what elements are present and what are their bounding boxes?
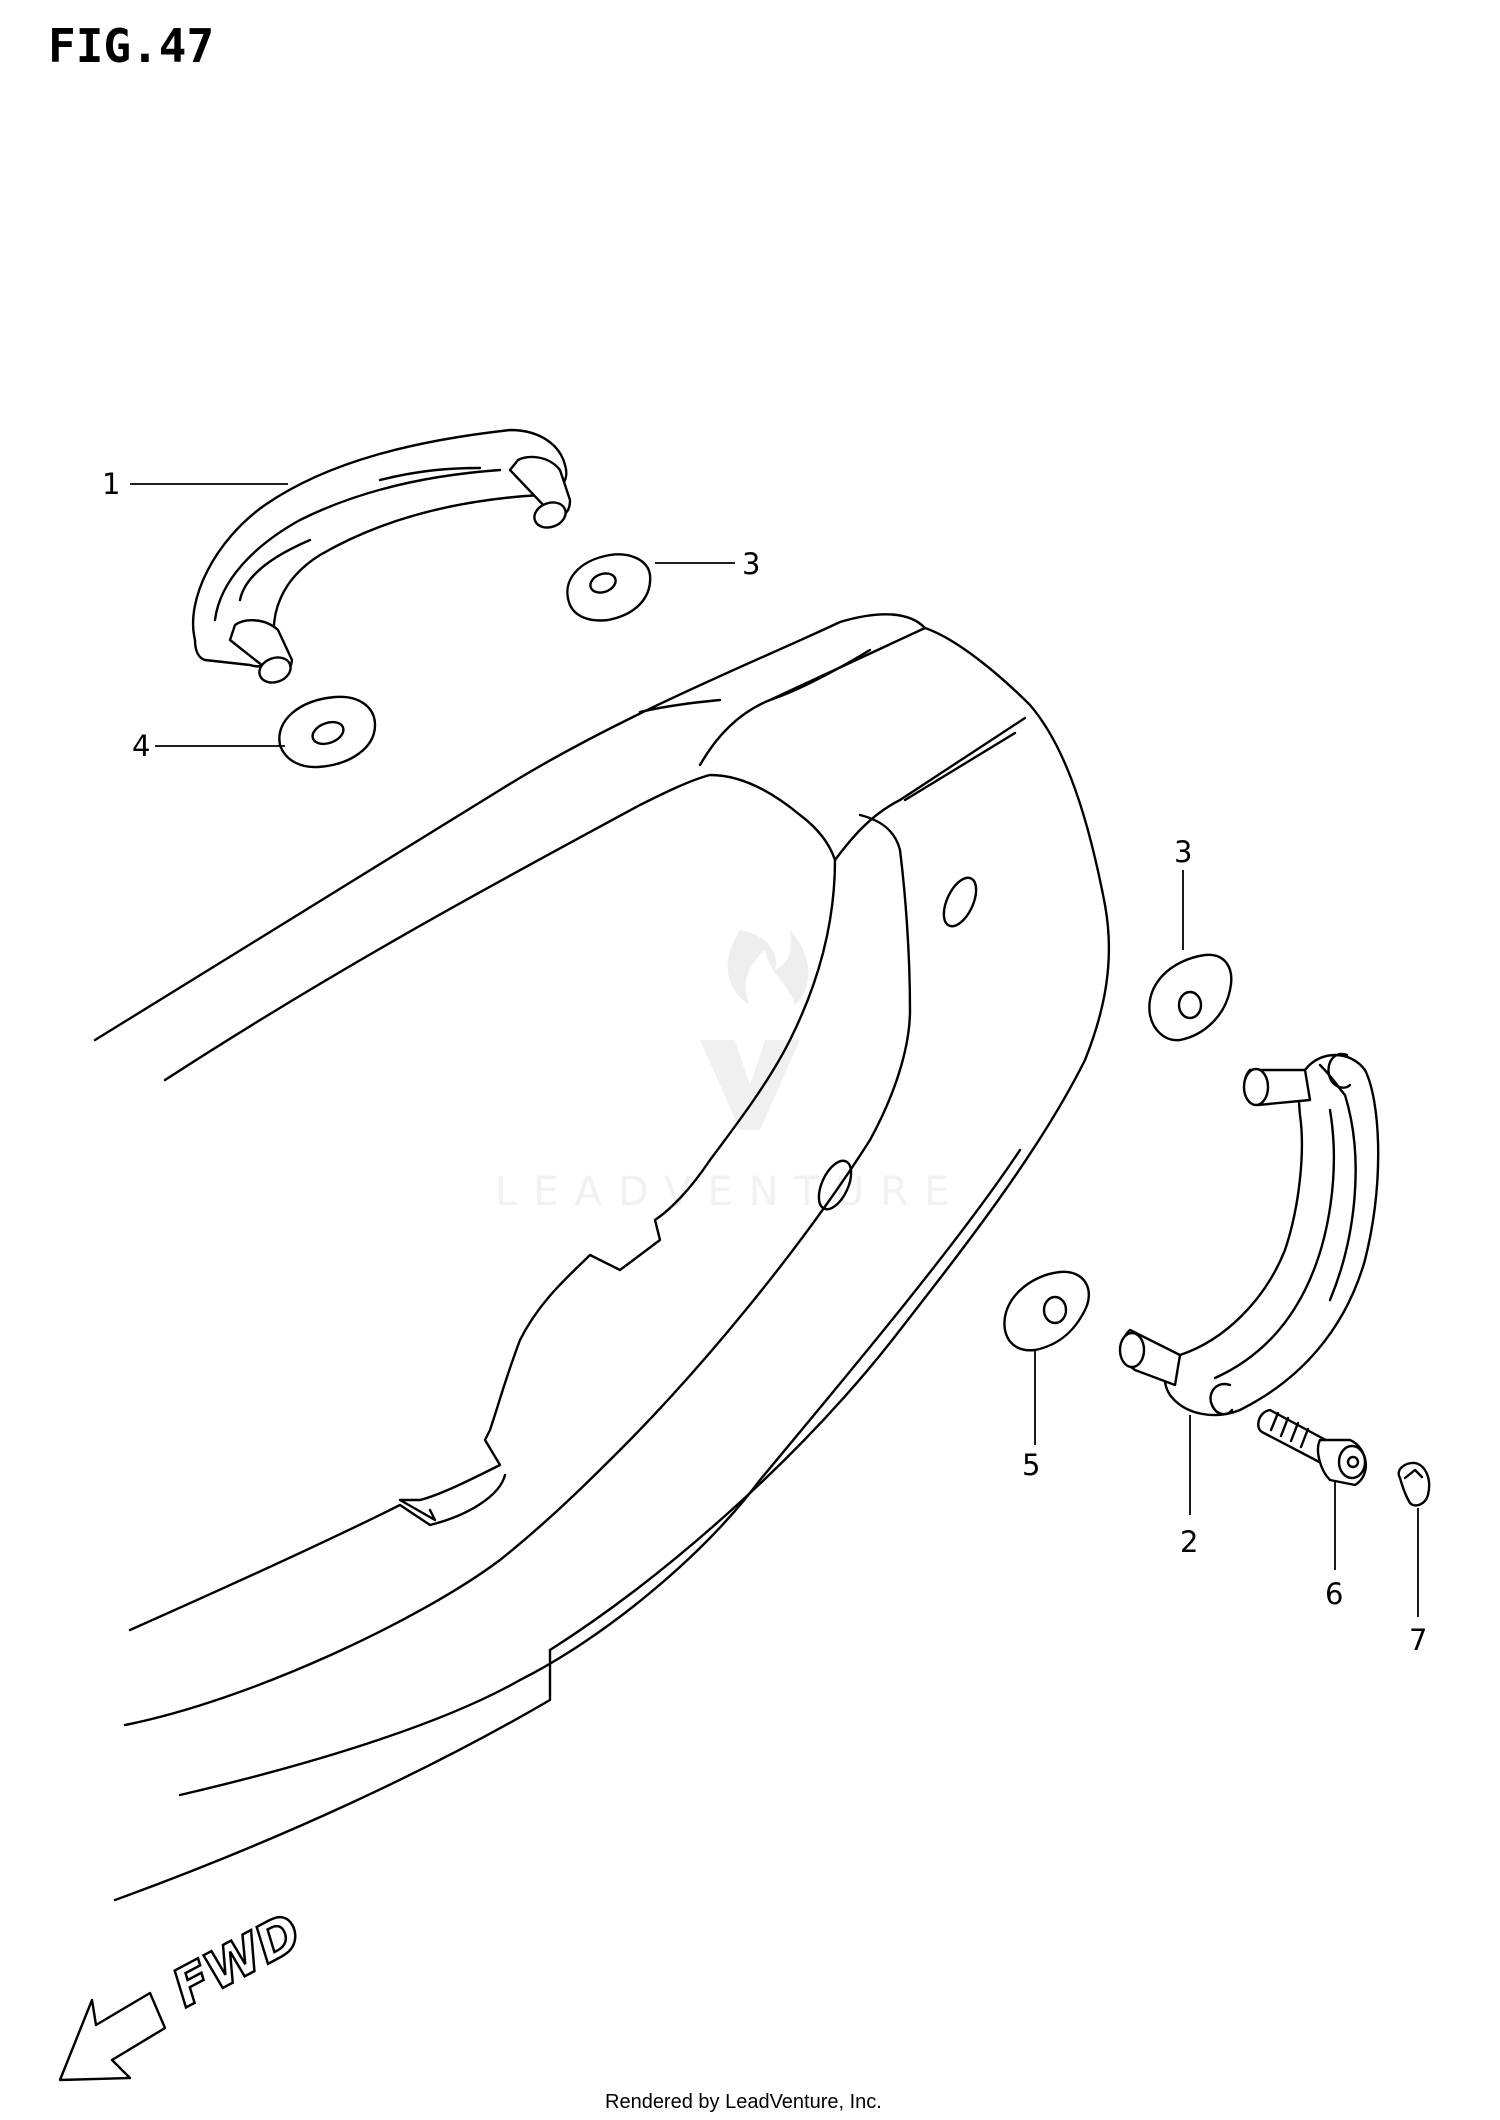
callout-6: 6: [1325, 1577, 1343, 1611]
watermark-text: LEADVENTURE: [495, 1169, 965, 1215]
grommet-upper: [566, 553, 652, 622]
footer-credit: Rendered by LeadVenture, Inc.: [605, 2091, 882, 2113]
callout-3-right: 3: [1174, 835, 1192, 869]
forward-arrow-icon: [58, 1991, 167, 2082]
grommet-4: [278, 695, 377, 769]
callout-numbers: 1 2 3 3 4 5 6 7: [102, 467, 1427, 1657]
forward-direction-indicator: FWD: [58, 1901, 312, 2082]
fwd-label: FWD: [163, 1903, 311, 2020]
callout-4: 4: [132, 729, 150, 763]
leadventure-watermark: LEADVENTURE: [495, 930, 965, 1215]
grommet-right: [1148, 953, 1233, 1042]
callout-1: 1: [102, 467, 120, 501]
callout-7: 7: [1409, 1623, 1427, 1657]
figure-title: FIG.47: [48, 19, 214, 73]
callout-5: 5: [1022, 1448, 1040, 1482]
callout-2: 2: [1180, 1525, 1198, 1559]
rear-tail-body: [93, 613, 1111, 1902]
cap: [1397, 1461, 1431, 1507]
bolt: [1257, 1408, 1368, 1487]
grommet-5: [1003, 1270, 1090, 1352]
leader-lines: [130, 483, 1419, 1617]
callout-3-upper: 3: [742, 547, 760, 581]
grab-handle-left: [191, 428, 572, 684]
grab-handle-right: [1118, 1052, 1380, 1417]
